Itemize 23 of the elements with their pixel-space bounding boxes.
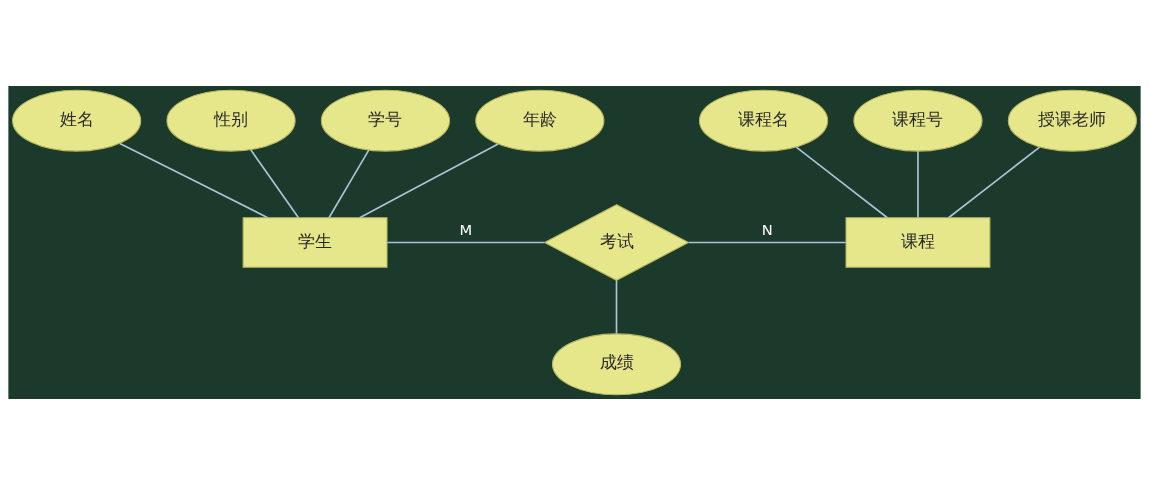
node-ellipse: 课程号 (853, 89, 983, 152)
connector (249, 148, 300, 219)
connector (917, 150, 919, 219)
connector (795, 146, 889, 219)
node-ellipse: 性别 (166, 89, 296, 152)
connector (615, 279, 618, 335)
connector (328, 149, 370, 219)
connector (947, 146, 1041, 219)
connector (358, 143, 499, 219)
node-ellipse: 成绩 (551, 333, 682, 396)
edge-label: N (761, 221, 773, 239)
node-ellipse: 姓名 (12, 89, 142, 152)
node-ellipse: 授课老师 (1007, 89, 1137, 152)
node-diamond: 考试 (543, 204, 690, 281)
node-ellipse: 学号 (320, 89, 451, 152)
connector (386, 241, 546, 244)
node-box: 学生 (242, 217, 388, 268)
connector (118, 142, 269, 219)
node-ellipse: 课程名 (698, 89, 829, 152)
edge-label: M (459, 221, 473, 239)
node-ellipse: 年龄 (475, 89, 605, 152)
node-box: 课程 (845, 217, 991, 268)
connector (687, 241, 847, 244)
